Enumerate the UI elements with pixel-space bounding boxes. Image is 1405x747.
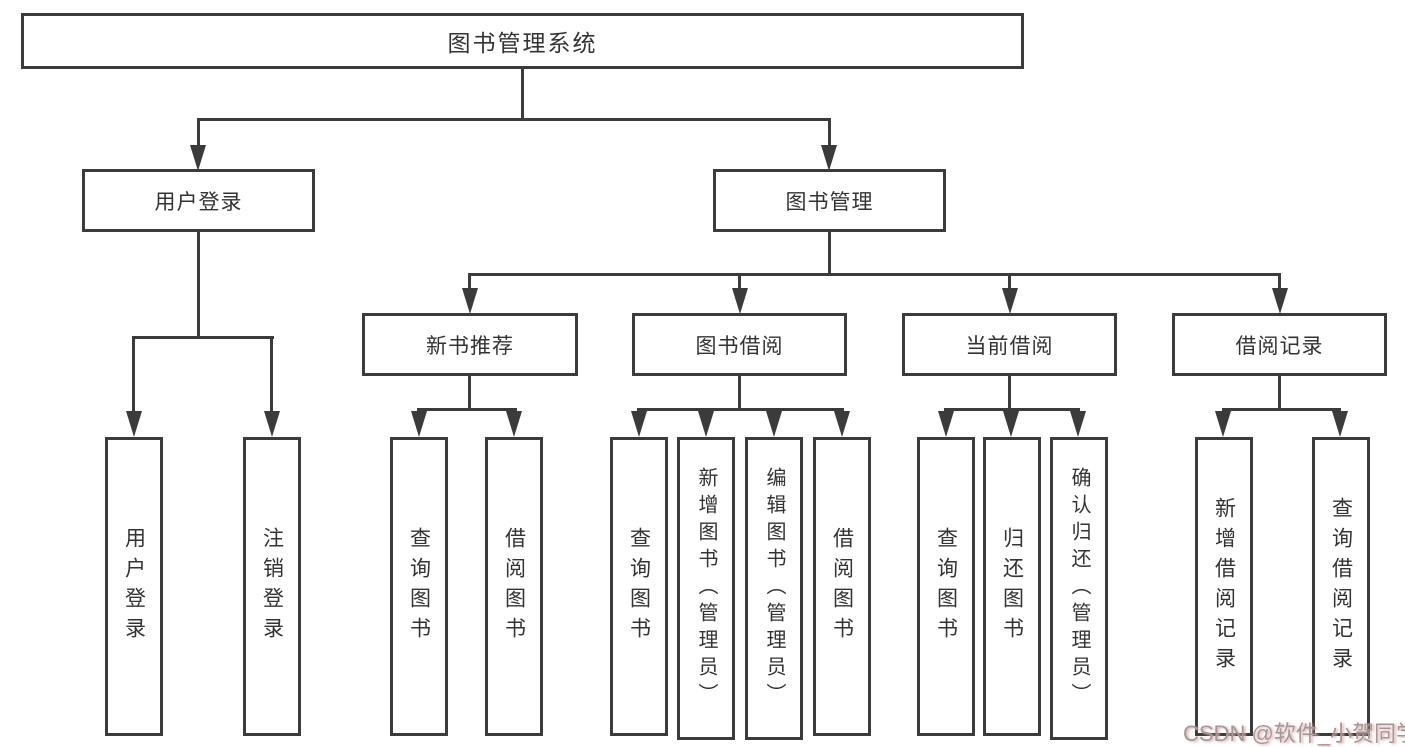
arrowhead-user-login — [190, 145, 206, 171]
connector-drop-book-management — [828, 118, 831, 147]
leaf-user-login: 用户登录 — [105, 437, 163, 736]
arrowhead-leaf-bb-query — [631, 411, 647, 437]
leaf-label: 查询借阅记录 — [1329, 496, 1353, 677]
connector-borrow-records-stem — [1278, 376, 1281, 408]
arrowhead-leaf-br-query — [1332, 411, 1348, 437]
arrowhead-book-management — [821, 145, 837, 171]
arrowhead-leaf-user-login — [126, 411, 142, 437]
node-book-borrow: 图书借阅 — [632, 313, 847, 376]
leaf-label: 归还图书 — [1000, 526, 1024, 647]
leaf-bb-borrow-books: 借阅图书 — [813, 437, 871, 736]
node-label: 新书推荐 — [426, 334, 514, 358]
leaf-label: 查询图书 — [934, 526, 958, 647]
node-label: 用户登录 — [154, 190, 243, 214]
arrowhead-borrow-records — [1272, 288, 1288, 314]
connector-drop-leaf-logout — [270, 336, 273, 415]
arrowhead-current-borrow — [1002, 288, 1018, 314]
arrowhead-new-book — [462, 288, 478, 314]
connector-book-management-stem — [828, 232, 831, 273]
connector-user-login-split — [133, 336, 274, 339]
arrowhead-leaf-bb-borrow — [834, 411, 850, 437]
leaf-label: 借阅图书 — [830, 526, 854, 647]
node-label: 图书借阅 — [695, 334, 784, 358]
connector-drop-leaf-user-login — [132, 336, 135, 415]
arrowhead-leaf-cb-query — [938, 411, 954, 437]
leaf-label: 借阅图书 — [502, 526, 526, 647]
leaf-label: 用户登录 — [122, 526, 146, 647]
node-current-borrow: 当前借阅 — [902, 313, 1117, 376]
connector-drop-current-borrow — [1008, 273, 1011, 291]
connector-root-split — [197, 118, 831, 121]
leaf-cb-query-books: 查询图书 — [917, 437, 975, 736]
arrowhead-leaf-nb-borrow — [506, 411, 522, 437]
node-label: 当前借阅 — [965, 334, 1054, 358]
arrowhead-leaf-nb-query — [411, 411, 427, 437]
connector-new-book-split — [417, 408, 517, 411]
connector-new-book-stem — [468, 376, 471, 408]
arrowhead-leaf-bb-add — [698, 411, 714, 437]
leaf-label: 新增图书（管理员） — [695, 467, 717, 710]
node-label: 图书管理 — [785, 190, 874, 214]
leaf-label: 确认归还（管理员） — [1068, 467, 1090, 710]
node-root-library-system: 图书管理系统 — [21, 13, 1024, 69]
node-book-management: 图书管理 — [713, 169, 946, 232]
node-label: 图书管理系统 — [447, 30, 598, 56]
connector-borrow-records-split — [1222, 408, 1341, 411]
connector-book-borrow-stem — [738, 376, 741, 408]
node-user-login: 用户登录 — [82, 169, 315, 232]
node-new-book-recommend: 新书推荐 — [362, 313, 578, 376]
arrowhead-book-borrow — [732, 288, 748, 314]
leaf-bb-query-books: 查询图书 — [610, 437, 668, 736]
csdn-watermark: CSDN @软件_小贺同学 — [1183, 721, 1405, 746]
connector-book-borrow-split — [637, 408, 844, 411]
leaf-br-query-record: 查询借阅记录 — [1312, 437, 1370, 736]
arrowhead-leaf-br-add — [1215, 411, 1231, 437]
leaf-nb-query-books: 查询图书 — [390, 437, 448, 736]
connector-drop-borrow-records — [1278, 273, 1281, 291]
connector-book-management-split — [468, 273, 1281, 276]
leaf-label: 查询图书 — [627, 526, 651, 647]
arrowhead-leaf-bb-edit — [766, 411, 782, 437]
leaf-cb-confirm-return-admin: 确认归还（管理员） — [1050, 437, 1108, 740]
leaf-br-add-record: 新增借阅记录 — [1195, 437, 1253, 736]
arrowhead-leaf-cb-return — [1003, 411, 1019, 437]
connector-drop-user-login — [197, 118, 200, 147]
connector-user-login-stem — [197, 232, 200, 336]
leaf-label: 查询图书 — [407, 526, 431, 647]
connector-drop-new-book — [468, 273, 471, 291]
connector-drop-book-borrow — [738, 273, 741, 291]
connector-current-borrow-stem — [1008, 376, 1011, 408]
arrowhead-leaf-logout — [264, 411, 280, 437]
leaf-nb-borrow-books: 借阅图书 — [485, 437, 543, 736]
node-borrow-records: 借阅记录 — [1172, 313, 1387, 376]
leaf-label: 注销登录 — [260, 526, 284, 647]
leaf-cb-return-books: 归还图书 — [983, 437, 1041, 736]
leaf-bb-add-books-admin: 新增图书（管理员） — [677, 437, 735, 740]
node-label: 借阅记录 — [1235, 334, 1324, 358]
arrowhead-leaf-cb-confirm — [1070, 411, 1086, 437]
leaf-label: 编辑图书（管理员） — [763, 467, 785, 710]
leaf-bb-edit-books-admin: 编辑图书（管理员） — [745, 437, 803, 740]
leaf-logout: 注销登录 — [243, 437, 301, 736]
leaf-label: 新增借阅记录 — [1212, 496, 1236, 677]
connector-root-stem — [521, 69, 524, 118]
connector-current-borrow-split — [944, 408, 1080, 411]
